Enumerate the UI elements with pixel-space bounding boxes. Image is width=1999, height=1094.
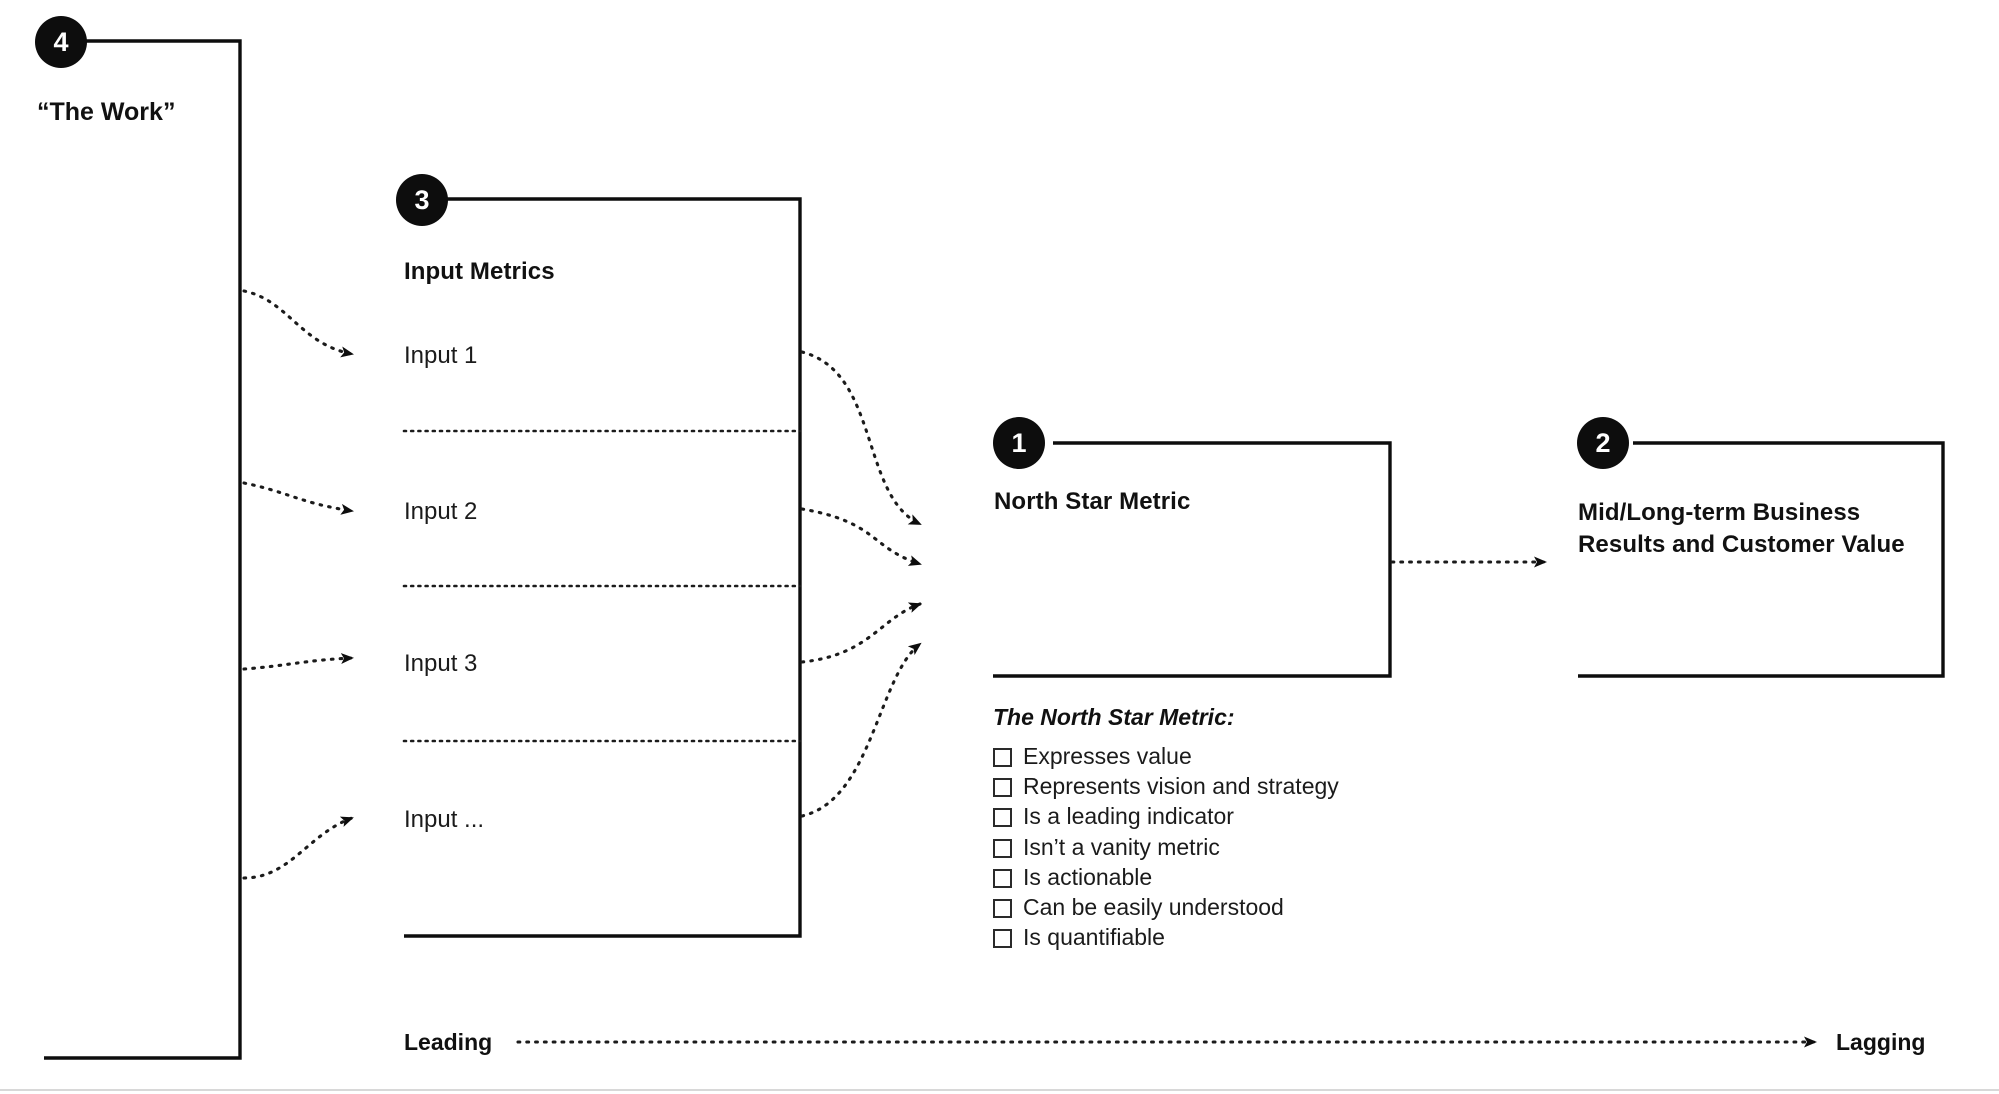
badge-1-north-star[interactable]: 1 <box>993 417 1045 469</box>
input-row-4[interactable]: Input ... <box>404 806 485 833</box>
checkbox-icon[interactable] <box>993 868 1012 888</box>
checklist-item-label: Represents vision and strategy <box>1023 773 1339 800</box>
checkbox-icon[interactable] <box>993 899 1012 919</box>
business-results-title: Mid/Long-term Business Results and Custo… <box>1578 499 1905 558</box>
checklist-item-label: Is actionable <box>1023 863 1153 890</box>
input-row-2[interactable]: Input 2 <box>404 498 478 525</box>
north-star-title: North Star Metric <box>994 488 1191 515</box>
north-star-checklist-title: The North Star Metric: <box>993 704 1235 730</box>
checklist-item-label: Can be easily understood <box>1023 894 1284 921</box>
work-to-input-arrows <box>242 289 354 880</box>
checkbox-icon[interactable] <box>993 929 1012 949</box>
input-metrics-title: Input Metrics <box>404 258 555 285</box>
input-row-1[interactable]: Input 1 <box>404 342 478 369</box>
checkbox-icon[interactable] <box>993 748 1012 767</box>
checklist-item-label: Is a leading indicator <box>1023 803 1234 830</box>
badge-2-business-results[interactable]: 2 <box>1577 417 1629 469</box>
checkbox-icon[interactable] <box>993 778 1012 798</box>
north-star-checklist: Expresses value Represents vision and st… <box>993 741 1339 952</box>
input-to-north-star-arrows <box>800 350 922 818</box>
checklist-item-label: Isn’t a vanity metric <box>1023 833 1220 860</box>
work-label: “The Work” <box>37 98 176 126</box>
checklist-item[interactable]: Expresses value <box>993 741 1339 771</box>
checklist-item[interactable]: Is actionable <box>993 862 1339 892</box>
checklist-item-label: Expresses value <box>1023 743 1192 769</box>
checklist-item[interactable]: Can be easily understood <box>993 892 1339 922</box>
badge-4-the-work[interactable]: 4 <box>35 16 87 68</box>
badge-3-input-metrics[interactable]: 3 <box>396 174 448 226</box>
work-bracket <box>44 39 242 1060</box>
leading-label: Leading <box>404 1029 493 1055</box>
checklist-item-label: Is quantifiable <box>1023 924 1165 951</box>
checkbox-icon[interactable] <box>993 838 1012 858</box>
north-star-bracket <box>993 441 1392 678</box>
checklist-item[interactable]: Isn’t a vanity metric <box>993 832 1339 862</box>
checkbox-icon[interactable] <box>993 808 1012 828</box>
input-row-3[interactable]: Input 3 <box>404 650 478 677</box>
checklist-item[interactable]: Is a leading indicator <box>993 801 1339 831</box>
checklist-item[interactable]: Represents vision and strategy <box>993 771 1339 801</box>
lagging-label: Lagging <box>1836 1029 1926 1055</box>
checklist-item[interactable]: Is quantifiable <box>993 922 1339 952</box>
